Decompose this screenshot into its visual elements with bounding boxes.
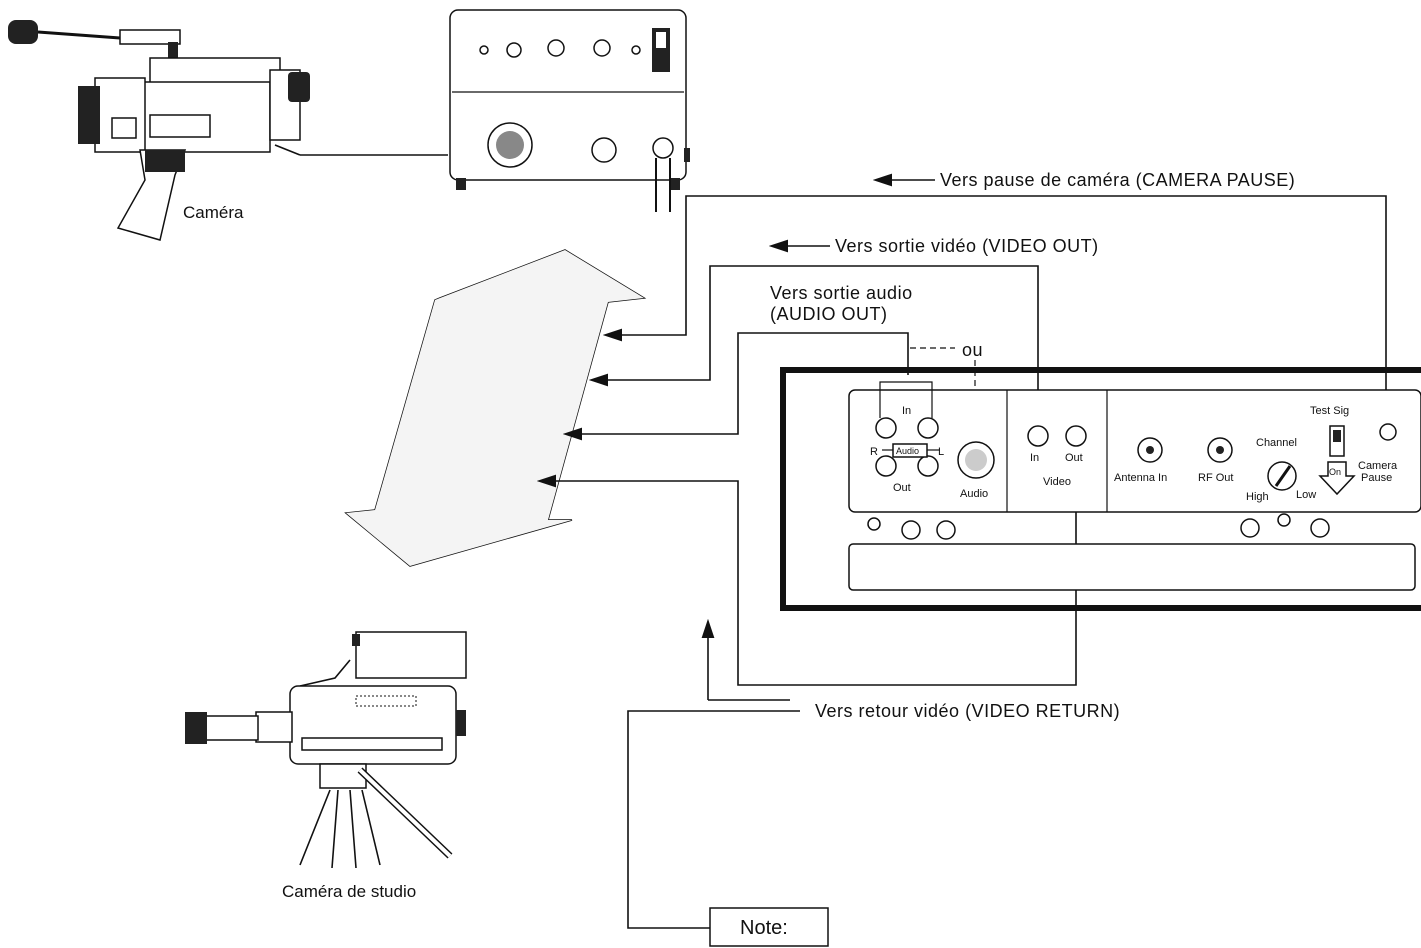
or-label: ou bbox=[962, 340, 983, 360]
antenna-in-label: Antenna In bbox=[1114, 472, 1167, 484]
video-label: Video bbox=[1043, 476, 1071, 488]
on-label: On bbox=[1329, 467, 1341, 477]
camera-pause-label-2: Pause bbox=[1361, 472, 1392, 484]
note-label: Note: bbox=[740, 917, 788, 939]
to-video-return-label: Vers retour vidéo (VIDEO RETURN) bbox=[815, 701, 1120, 721]
low-label: Low bbox=[1296, 489, 1316, 501]
video-out-line bbox=[588, 265, 1039, 432]
audio-l-label: L bbox=[938, 446, 944, 458]
note-box bbox=[709, 907, 829, 947]
high-label: High bbox=[1246, 491, 1269, 503]
rf-out-label: RF Out bbox=[1198, 472, 1233, 484]
audio-in-label: In bbox=[902, 405, 911, 417]
studio-camera-illustration bbox=[185, 631, 467, 869]
audio-din-label: Audio bbox=[960, 488, 988, 500]
video-out-panel-label: Out bbox=[1065, 452, 1083, 464]
studio-camera-label: Caméra de studio bbox=[282, 882, 416, 901]
video-in-label: In bbox=[1030, 452, 1039, 464]
test-sig-label: Test Sig bbox=[1310, 405, 1349, 417]
to-camera-pause-label: Vers pause de caméra (CAMERA PAUSE) bbox=[940, 170, 1295, 190]
camera-label: Caméra bbox=[183, 203, 244, 222]
camcorder-illustration bbox=[8, 20, 448, 241]
vcr-rear-panel bbox=[780, 367, 1421, 611]
to-audio-out-label-1: Vers sortie audio bbox=[770, 283, 913, 303]
to-audio-out-label-2: (AUDIO OUT) bbox=[770, 304, 888, 324]
audio-r-label: R bbox=[870, 446, 878, 458]
audio-mid-label: Audio bbox=[896, 446, 919, 456]
channel-label: Channel bbox=[1256, 437, 1297, 449]
camera-pause-label-1: Camera bbox=[1358, 460, 1398, 472]
audio-out-panel-label: Out bbox=[893, 482, 911, 494]
camera-adaptor-illustration bbox=[449, 9, 690, 212]
camera-pause-line bbox=[602, 195, 1387, 430]
double-arrow-illustration bbox=[344, 249, 647, 567]
audio-out-line bbox=[562, 332, 909, 441]
to-video-out-label: Vers sortie vidéo (VIDEO OUT) bbox=[835, 236, 1099, 256]
note-connector-line bbox=[627, 710, 800, 929]
